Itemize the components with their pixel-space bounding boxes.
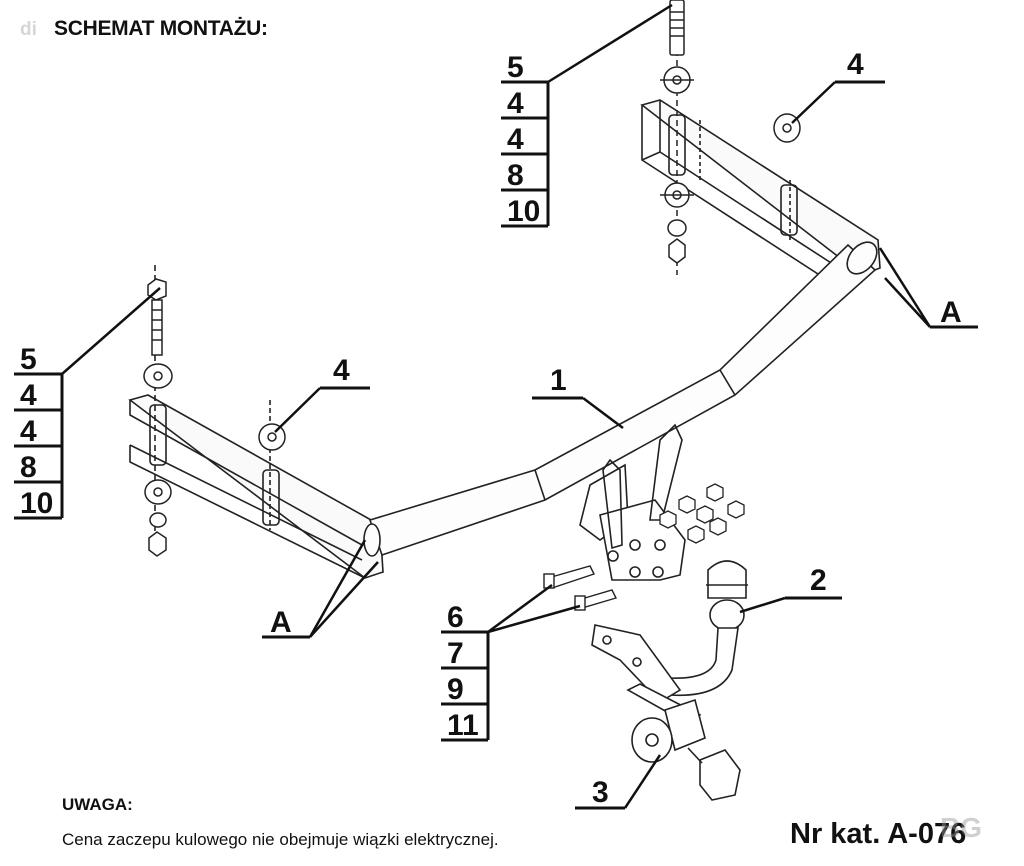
- right-bolt-column: [660, 0, 694, 275]
- callout-2: 2: [739, 564, 842, 614]
- nut-cluster: [659, 483, 745, 544]
- catalog-number: Nr kat. A-076: [790, 818, 967, 850]
- stack-item-bottom-0: 6: [447, 601, 464, 634]
- electrical-socket: [631, 698, 741, 801]
- title-prefix: di: [20, 19, 37, 40]
- note-heading: UWAGA:: [62, 795, 133, 814]
- left-bracket: [128, 265, 384, 579]
- callout-4-right: 4: [791, 48, 885, 124]
- stack-item-bottom-3: 11: [447, 709, 479, 742]
- stack-item-left-2: 4: [20, 415, 37, 448]
- label-main-bar: 1: [550, 364, 567, 397]
- note-text: Cena zaczepu kulowego nie obejmuje wiązk…: [62, 830, 499, 849]
- callout-4-left: 4: [274, 354, 370, 433]
- page-title: SCHEMAT MONTAŻU:: [54, 17, 268, 40]
- bolts-6: [543, 565, 618, 611]
- stack-item-right-4: 10: [507, 195, 540, 228]
- main-bar: [363, 241, 878, 557]
- stack-item-bottom-1: 7: [447, 637, 464, 670]
- stack-item-right-2: 4: [507, 123, 524, 156]
- stack-item-right-3: 8: [507, 159, 524, 192]
- watermark-logo: BG: [940, 812, 982, 843]
- callout-1: 1: [532, 364, 624, 429]
- callout-3: 3: [575, 754, 662, 810]
- callout-a-right: A: [878, 247, 978, 329]
- label-mount-a-right: A: [940, 296, 962, 329]
- stack-item-right-0: 5: [507, 51, 524, 84]
- stack-item-left-4: 10: [20, 487, 53, 520]
- label-ball: 2: [810, 564, 827, 597]
- tow-ball: [591, 560, 748, 726]
- callout-a-left: A: [262, 539, 379, 639]
- stack-item-bottom-2: 9: [447, 673, 464, 706]
- stack-item-left-3: 8: [20, 451, 37, 484]
- label-socket: 3: [592, 776, 609, 809]
- stack-item-left-1: 4: [20, 379, 37, 412]
- label-washer-right: 4: [847, 48, 864, 81]
- label-washer-left: 4: [333, 354, 350, 387]
- stack-item-left-0: 5: [20, 343, 37, 376]
- stack-item-right-1: 4: [507, 87, 524, 120]
- label-mount-a-left: A: [270, 606, 292, 639]
